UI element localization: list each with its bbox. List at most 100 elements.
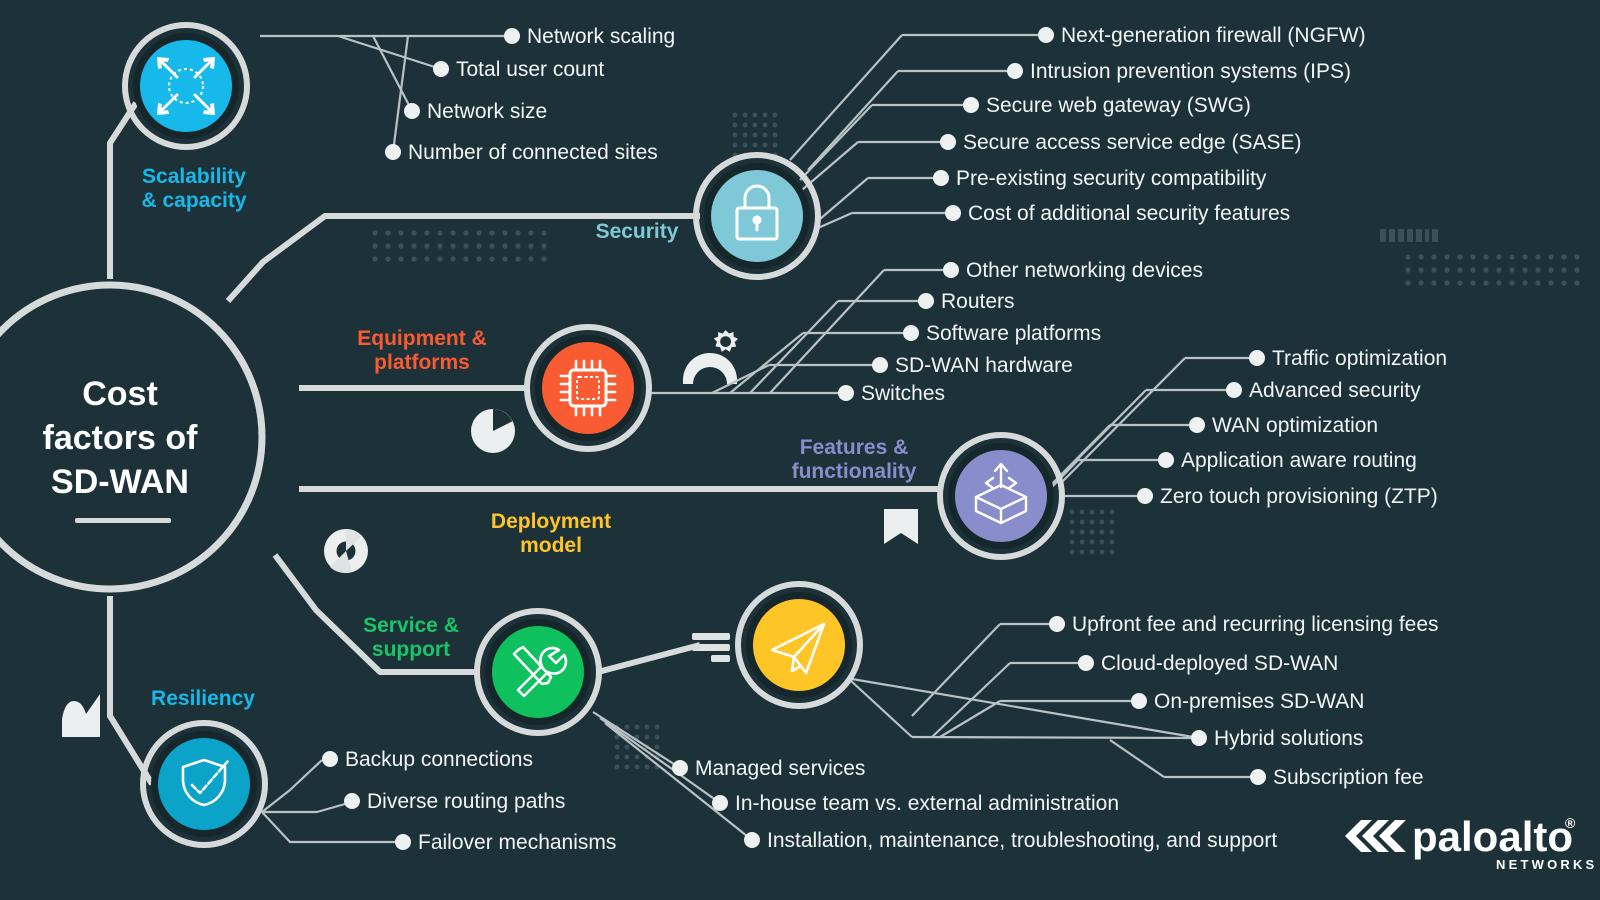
dash-bar-right [1380, 229, 1438, 242]
leaf-features-2[interactable]: WAN optimization [1189, 414, 1378, 437]
leaf-scalability-0[interactable]: Network scaling [504, 25, 675, 48]
leaf-label: Managed services [695, 757, 865, 780]
leaf-label: Total user count [456, 58, 604, 81]
branch-node-scalability[interactable]: Scalability & capacity [122, 22, 250, 212]
leaf-lines-scalability [260, 34, 512, 153]
leaf-deployment-0[interactable]: Upfront fee and recurring licensing fees [1049, 613, 1439, 636]
leaf-deployment-1[interactable]: Cloud-deployed SD-WAN [1078, 652, 1338, 675]
leaf-label: Software platforms [926, 322, 1101, 345]
leaf-security-0[interactable]: Next-generation firewall (NGFW) [1038, 24, 1366, 47]
branch-label-line-1: model [520, 534, 582, 557]
list-bars-decor [692, 633, 730, 662]
leaf-label: Installation, maintenance, troubleshooti… [767, 829, 1277, 852]
leaf-label: In-house team vs. external administratio… [735, 792, 1119, 815]
leaf-lines-security [789, 33, 1046, 230]
branch-node-security[interactable]: Security [596, 152, 821, 280]
leaf-bullet [385, 144, 401, 160]
leaf-features-4[interactable]: Zero touch provisioning (ZTP) [1137, 485, 1438, 508]
leaf-deployment-4[interactable]: Subscription fee [1250, 766, 1424, 789]
leaf-label: Traffic optimization [1272, 347, 1447, 370]
leaf-label: Diverse routing paths [367, 790, 565, 813]
leaf-service-1[interactable]: In-house team vs. external administratio… [712, 792, 1119, 815]
leaf-scalability-3[interactable]: Number of connected sites [385, 141, 658, 164]
leaf-bullet [1158, 452, 1174, 468]
branch-node-deployment[interactable]: Deployment model [491, 510, 863, 709]
leaf-service-0[interactable]: Managed services [672, 757, 865, 780]
leaf-equipment-3[interactable]: SD-WAN hardware [872, 354, 1073, 377]
leaf-security-5[interactable]: Cost of additional security features [945, 202, 1290, 225]
connector-hub-resiliency [107, 596, 155, 786]
leaf-label: Secure access service edge (SASE) [963, 131, 1301, 154]
leaf-deployment-3[interactable]: Hybrid solutions [1191, 727, 1363, 750]
leaf-features-1[interactable]: Advanced security [1226, 379, 1421, 402]
leaf-bullet [1007, 63, 1023, 79]
connector-service-deployment [597, 642, 701, 675]
leaf-label: Application aware routing [1181, 449, 1417, 472]
leaf-deployment-2[interactable]: On-premises SD-WAN [1131, 690, 1364, 713]
gears-decor [683, 330, 738, 384]
leaf-label: Subscription fee [1273, 766, 1424, 789]
leaf-label: Network size [427, 100, 547, 123]
node-fill [140, 40, 232, 132]
leaf-bullet [1250, 769, 1266, 785]
leaf-label: Next-generation firewall (NGFW) [1061, 24, 1366, 47]
leaf-bullet [963, 97, 979, 113]
branch-node-features[interactable]: Features & functionality [792, 432, 1065, 560]
leaf-resiliency-2[interactable]: Failover mechanisms [395, 831, 616, 854]
leaf-bullet [1226, 382, 1242, 398]
leaf-equipment-2[interactable]: Software platforms [903, 322, 1101, 345]
open-box-code-icon [974, 462, 1028, 525]
leaf-connector-layer [260, 33, 1258, 844]
leaf-equipment-1[interactable]: Routers [918, 290, 1015, 313]
leaf-bullet [744, 832, 760, 848]
leaf-bullet [918, 293, 934, 309]
hub-underline [75, 518, 171, 523]
leaf-label: Pre-existing security compatibility [956, 167, 1267, 190]
leaf-bullet [872, 357, 888, 373]
leaf-equipment-4[interactable]: Switches [838, 382, 945, 405]
hub-node[interactable]: Cost factors of SD-WAN [0, 281, 266, 593]
leaf-label: Zero touch provisioning (ZTP) [1160, 485, 1438, 508]
leaf-scalability-2[interactable]: Network size [404, 100, 547, 123]
leaf-label: On-premises SD-WAN [1154, 690, 1364, 713]
decoration-layer [62, 112, 1580, 770]
leaf-features-3[interactable]: Application aware routing [1158, 449, 1417, 472]
connector-layer [107, 101, 940, 786]
leaf-service-2[interactable]: Installation, maintenance, troubleshooti… [744, 829, 1277, 852]
leaf-lines-features [1044, 356, 1257, 498]
wrench-screwdriver-icon [512, 645, 568, 698]
branch-node-equipment[interactable]: Equipment & platforms [357, 324, 652, 452]
leaf-features-0[interactable]: Traffic optimization [1249, 347, 1447, 370]
leaf-lines-resiliency [261, 759, 403, 844]
leaf-bullet [1131, 693, 1147, 709]
branch-node-service[interactable]: Service & support [363, 608, 602, 736]
leaf-security-3[interactable]: Secure access service edge (SASE) [940, 131, 1301, 154]
leaf-security-4[interactable]: Pre-existing security compatibility [933, 167, 1267, 190]
leaf-label: Cloud-deployed SD-WAN [1101, 652, 1338, 675]
leaf-resiliency-1[interactable]: Diverse routing paths [344, 790, 565, 813]
leaf-security-1[interactable]: Intrusion prevention systems (IPS) [1007, 60, 1351, 83]
leaf-security-2[interactable]: Secure web gateway (SWG) [963, 94, 1251, 117]
leaf-label: Routers [941, 290, 1015, 313]
leaf-bullet [672, 760, 688, 776]
node-fill [955, 450, 1047, 542]
leaf-bullet [903, 325, 919, 341]
leaf-bullet [433, 61, 449, 77]
leaf-resiliency-0[interactable]: Backup connections [322, 748, 533, 771]
branch-label-line-0: Security [596, 220, 679, 243]
branch-node-resiliency[interactable]: Resiliency [140, 687, 268, 848]
palo-alto-logo[interactable]: paloalto ® NETWORKS [1345, 813, 1597, 872]
branch-label-line-0: Equipment & [357, 327, 487, 350]
pie-chart-decor [471, 409, 515, 453]
leaf-bullet [404, 103, 420, 119]
node-fill [753, 599, 845, 691]
leaf-label: Switches [861, 382, 945, 405]
donut-decor [324, 529, 368, 574]
leaf-scalability-1[interactable]: Total user count [433, 58, 604, 81]
lock-icon [735, 184, 779, 241]
leaf-equipment-0[interactable]: Other networking devices [943, 259, 1203, 282]
leaf-layer: Network scaling Total user count Network… [322, 24, 1447, 854]
logo-subtitle: NETWORKS [1496, 857, 1597, 872]
